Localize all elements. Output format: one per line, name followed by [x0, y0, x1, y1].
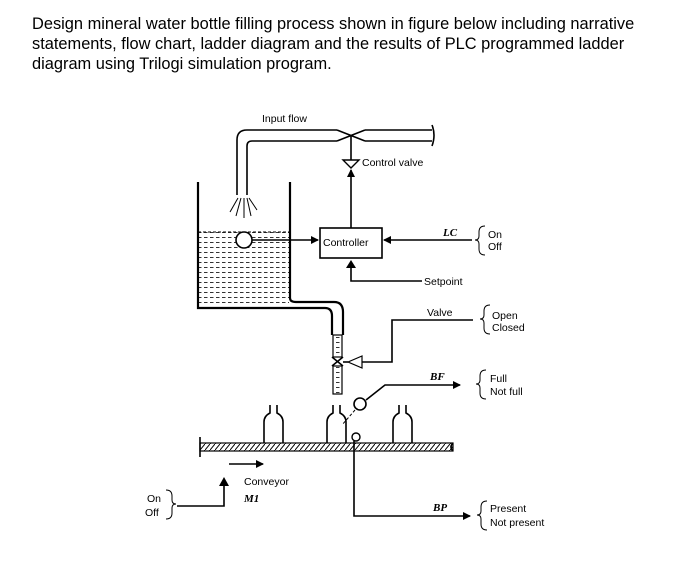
question-line-2: statements, flow chart, ladder diagram a… [32, 35, 625, 53]
conveyor-belt [199, 437, 454, 457]
bf-brace [475, 369, 487, 400]
bp-label: BP [432, 502, 447, 514]
controller-label: Controller [323, 237, 369, 249]
m1-brace [165, 489, 177, 520]
bottle-right [392, 405, 413, 443]
valve-label: Valve [427, 307, 453, 319]
valve-actuator-icon [346, 355, 363, 369]
setpoint-line [350, 262, 422, 282]
bf-not-full: Not full [490, 386, 523, 398]
bp-not-present: Not present [490, 517, 544, 529]
bp-sensor-icon [351, 432, 361, 442]
bf-sensor-icon [353, 397, 367, 411]
input-flow-label: Input flow [262, 113, 307, 125]
m1-off: Off [145, 507, 159, 519]
bf-signal-line [365, 381, 461, 401]
m1-signal-line [177, 482, 225, 507]
valve-closed: Closed [492, 322, 525, 334]
setpoint-label: Setpoint [424, 276, 463, 288]
question-line-3: diagram using Trilogi simulation program… [32, 55, 332, 73]
control-valve-symbol [336, 129, 366, 169]
float-icon [235, 231, 253, 249]
valve-brace [479, 304, 491, 335]
bf-full: Full [490, 373, 507, 385]
m1-label: M1 [243, 493, 259, 505]
spray-lines [229, 197, 258, 218]
conveyor-label: Conveyor [244, 476, 289, 488]
question-line-1: Design mineral water bottle filling proc… [32, 15, 635, 33]
valve-signal-line [362, 319, 473, 363]
bp-signal-line [353, 441, 471, 520]
valve-open: Open [492, 310, 518, 322]
bottle-left [263, 405, 284, 443]
bf-label: BF [429, 371, 445, 383]
m1-on: On [147, 493, 161, 505]
control-valve-label: Control valve [362, 157, 423, 169]
fill-nozzle [331, 334, 344, 395]
lc-on: On [488, 229, 502, 241]
bp-brace [476, 500, 488, 531]
bottle-center [326, 405, 347, 443]
tank [196, 182, 345, 335]
bp-present: Present [490, 503, 526, 515]
lc-label: LC [442, 227, 458, 239]
controller-box [319, 227, 383, 259]
input-flow-pipe [236, 124, 435, 195]
question-text: Design mineral water bottle filling proc… [32, 14, 672, 74]
lc-off: Off [488, 241, 502, 253]
lc-brace [474, 225, 486, 256]
